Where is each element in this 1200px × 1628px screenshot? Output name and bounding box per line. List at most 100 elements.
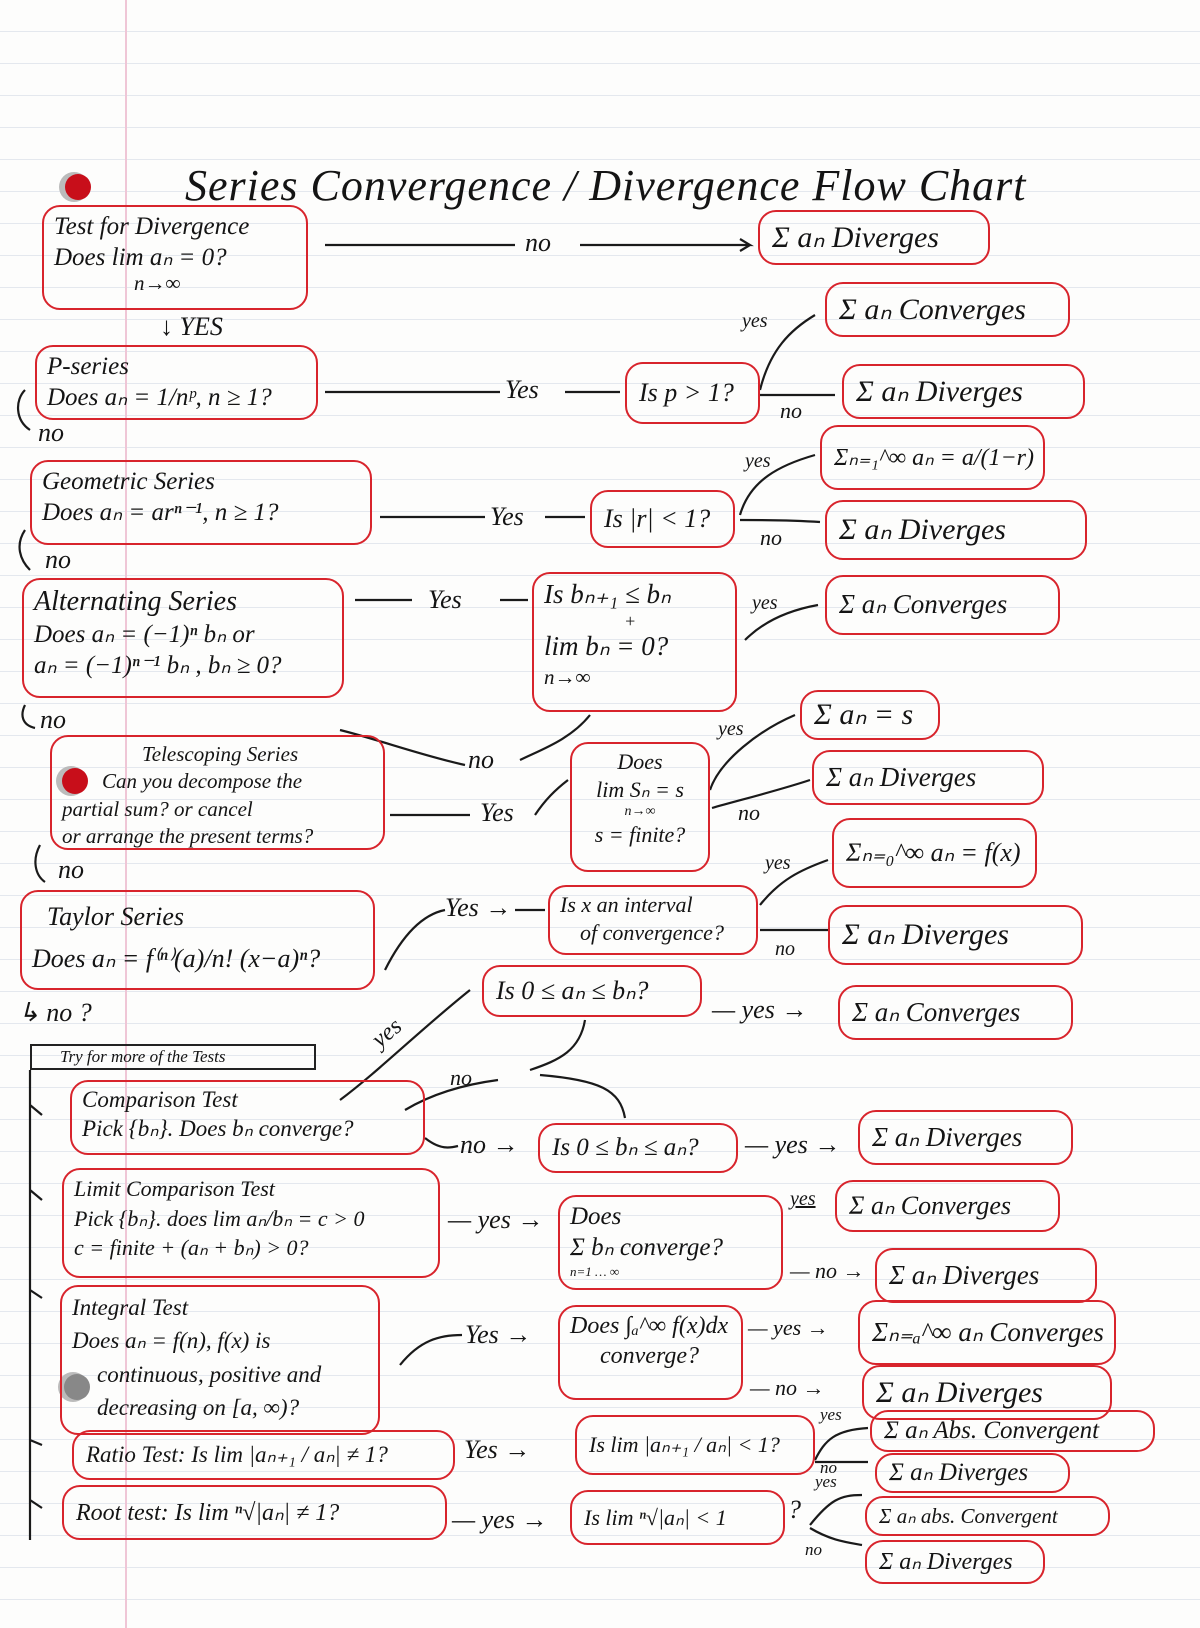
- check-line: converge?: [600, 1343, 700, 1369]
- node-title: Integral Test: [72, 1295, 189, 1320]
- no-label: no: [468, 745, 494, 774]
- root-test-node: Root test: Is lim ⁿ√|aₙ| ≠ 1?: [62, 1485, 447, 1540]
- result-text: Σ aₙ Diverges: [856, 374, 1023, 408]
- result-text: Is p > 1?: [639, 377, 734, 407]
- ratio-test-node: Ratio Test: Is lim |aₙ₊₁ / aₙ| ≠ 1?: [72, 1430, 455, 1480]
- p-series-node: P-series Does aₙ = 1/nᵖ, n ≥ 1?: [35, 345, 318, 420]
- no-label: no: [450, 1065, 472, 1090]
- result-geometric-sum: Σₙ₌₁^∞ aₙ = a/(1−r): [820, 425, 1045, 490]
- sum-index: n=1 … ∞: [570, 1263, 620, 1279]
- alternating-check: Is bₙ₊₁ ≤ bₙ + lim bₙ = 0? n→∞: [532, 572, 737, 712]
- comparison-bn-le-an-check: Is 0 ≤ bₙ ≤ aₙ?: [538, 1123, 738, 1173]
- result-diverges: Σ aₙ Diverges: [812, 750, 1044, 805]
- yes-label: yes: [718, 718, 744, 740]
- check-line: s = finite?: [594, 821, 686, 847]
- node-title: Geometric Series: [42, 468, 215, 495]
- yes-label: Yes →: [445, 893, 512, 922]
- ratio-less-than-1-check: Is lim |aₙ₊₁ / aₙ| < 1?: [575, 1415, 815, 1475]
- check-line: of convergence?: [580, 919, 724, 945]
- interval-of-convergence-check: Is x an interval of convergence?: [548, 885, 758, 955]
- improper-integral-check: Does ∫ₐ^∞ f(x)dx converge?: [558, 1305, 743, 1400]
- node-question: continuous, positive and: [97, 1361, 322, 1387]
- no-label: no: [38, 418, 64, 447]
- check-line: Is x an interval: [560, 892, 693, 917]
- node-question: partial sum? or cancel: [62, 796, 253, 821]
- hole-punch-icon: [62, 768, 88, 794]
- result-absolutely-convergent: Σ aₙ Abs. Convergent: [870, 1410, 1155, 1452]
- comparison-test-node: Comparison Test Pick {bₙ}. Does bₙ conve…: [70, 1080, 425, 1155]
- node-question: Does aₙ = f(n), f(x) is: [72, 1328, 271, 1354]
- check-line: Does: [617, 749, 663, 774]
- no-label: no: [58, 855, 84, 884]
- check-line: lim bₙ = 0?: [544, 630, 669, 661]
- no-label: ↳ no ?: [18, 998, 92, 1027]
- geometric-series-node: Geometric Series Does aₙ = arⁿ⁻¹, n ≥ 1?: [30, 460, 372, 545]
- result-text: Σₙ₌₀^∞ aₙ = f(x): [846, 837, 1021, 867]
- yes-label: Yes: [490, 502, 524, 531]
- partial-sum-check: Does lim Sₙ = s n→∞ s = finite?: [570, 742, 710, 872]
- result-text: Σ aₙ Diverges: [842, 918, 1009, 952]
- node-question: Does lim aₙ = 0?: [54, 244, 227, 272]
- node-title: Alternating Series: [34, 586, 237, 617]
- yes-label: — yes →: [748, 1315, 829, 1340]
- no-label: no: [45, 545, 71, 574]
- result-text: Σ aₙ Diverges: [879, 1549, 1013, 1575]
- no-label: no: [820, 1458, 837, 1477]
- result-text: Is 0 ≤ bₙ ≤ aₙ?: [552, 1134, 699, 1162]
- paper-margin-line: [125, 0, 127, 1628]
- yes-label: Yes: [505, 375, 539, 404]
- yes-label: yes: [820, 1405, 842, 1424]
- question-mark: ?: [788, 1495, 801, 1524]
- check-line: Σ bₙ converge?: [570, 1234, 724, 1262]
- yes-label: Yes: [428, 585, 462, 614]
- yes-label: yes: [790, 1188, 816, 1210]
- limit-subscript: n→∞: [624, 804, 656, 819]
- no-label: — no →: [750, 1375, 825, 1400]
- page-title: Series Convergence / Divergence Flow Cha…: [185, 161, 1027, 210]
- yes-label: — yes →: [452, 1505, 548, 1534]
- result-diverges: Σ aₙ Diverges: [758, 210, 990, 265]
- result-text: Σ aₙ Diverges: [839, 513, 1006, 547]
- node-title: Telescoping Series: [142, 742, 299, 766]
- yes-label: — yes →: [712, 995, 808, 1024]
- alternating-series-node: Alternating Series Does aₙ = (−1)ⁿ bₙ or…: [22, 578, 344, 698]
- node-question: Does aₙ = arⁿ⁻¹, n ≥ 1?: [42, 499, 279, 527]
- node-question: Can you decompose the: [102, 769, 303, 794]
- node-question: Pick {bₙ}. does lim aₙ/bₙ = c > 0: [74, 1205, 365, 1231]
- node-question: aₙ = (−1)ⁿ⁻¹ bₙ , bₙ ≥ 0?: [34, 652, 282, 680]
- result-text: Is |r| < 1?: [604, 503, 711, 533]
- result-text: Σ aₙ = s: [814, 698, 914, 732]
- yes-label: yes: [765, 852, 791, 874]
- result-text: Is lim ⁿ√|aₙ| < 1: [584, 1504, 727, 1530]
- result-text: Σ aₙ abs. Convergent: [879, 1503, 1058, 1528]
- result-converges: Σ aₙ Converges: [838, 985, 1073, 1040]
- check-line: Is bₙ₊₁ ≤ bₙ: [544, 579, 671, 609]
- yes-label: — yes →: [448, 1205, 544, 1234]
- node-title: Comparison Test: [82, 1087, 238, 1112]
- no-label: no: [780, 398, 802, 423]
- check-line: Does: [570, 1203, 622, 1230]
- node-question: Does aₙ = (−1)ⁿ bₙ or: [34, 621, 255, 648]
- result-diverges: Σ aₙ Diverges: [862, 1365, 1112, 1420]
- node-title: Taylor Series: [47, 902, 184, 931]
- result-sum-equals-s: Σ aₙ = s: [800, 690, 940, 740]
- result-text: Is lim |aₙ₊₁ / aₙ| < 1?: [589, 1432, 780, 1458]
- result-text: Σ aₙ Diverges: [826, 761, 977, 792]
- no-label: no →: [460, 1130, 519, 1159]
- result-text: Σ aₙ Diverges: [889, 1259, 1040, 1290]
- result-converges: Σ aₙ Converges: [835, 1180, 1060, 1232]
- result-text: Σₙ₌ₐ^∞ aₙ Converges: [872, 1316, 1104, 1347]
- p-greater-than-1-check: Is p > 1?: [625, 362, 760, 424]
- no-label: no: [805, 1540, 822, 1559]
- yes-label: — yes →: [745, 1130, 841, 1159]
- result-text: Root test: Is lim ⁿ√|aₙ| ≠ 1?: [76, 1499, 340, 1526]
- result-diverges: Σ aₙ Diverges: [875, 1248, 1097, 1303]
- result-taylor-sum: Σₙ₌₀^∞ aₙ = f(x): [832, 818, 1037, 888]
- result-text: Is 0 ≤ aₙ ≤ bₙ?: [496, 975, 649, 1005]
- result-text: Σ aₙ Converges: [839, 589, 1008, 620]
- yes-label: Yes: [480, 798, 514, 827]
- result-text: Σ aₙ Diverges: [872, 1121, 1023, 1152]
- limit-subscript: n→∞: [544, 664, 591, 689]
- hole-punch-icon: [64, 1374, 90, 1400]
